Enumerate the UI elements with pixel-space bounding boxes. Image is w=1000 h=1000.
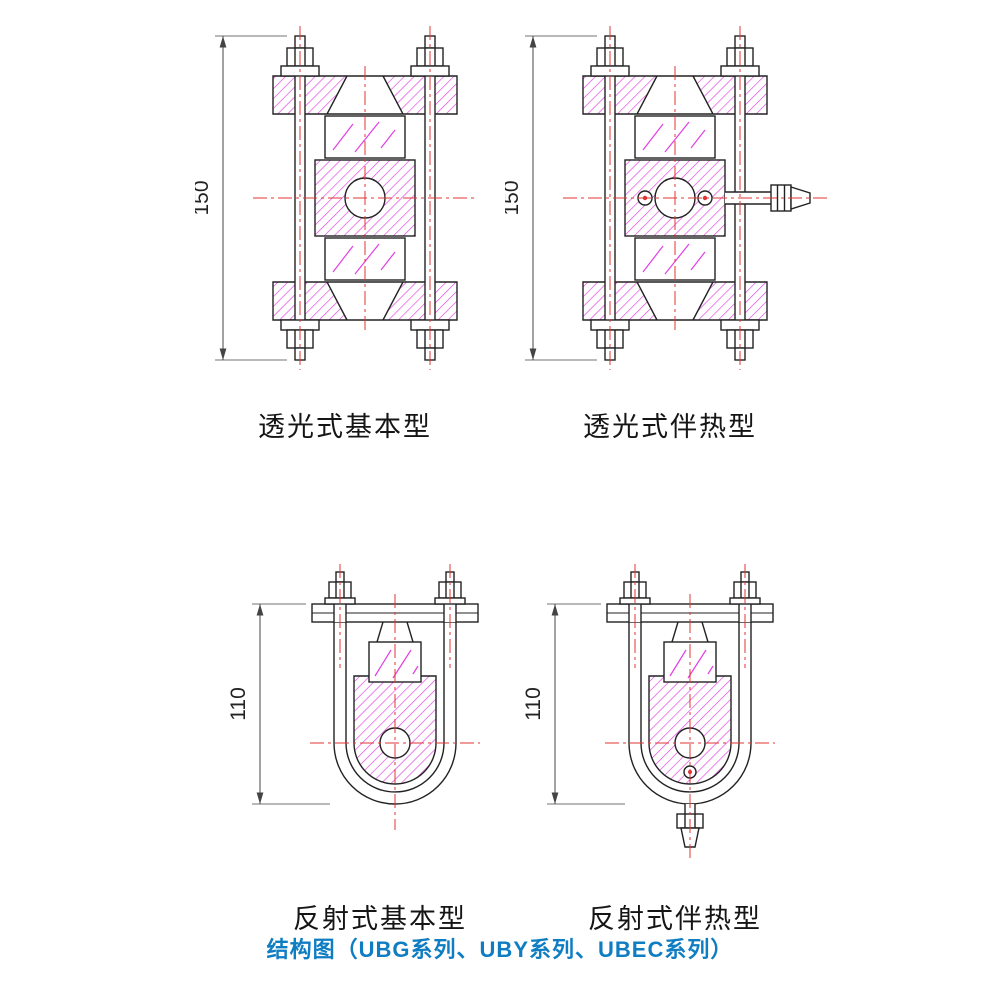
dimension-line [547,603,625,805]
diagram-cell-transmission-heated: 150 透光式伴热型 [500,18,835,444]
centerlines [253,26,477,370]
centerlines [310,564,480,830]
dimension-line [252,603,330,805]
transmission-heated-drawing: 150 [500,26,827,370]
diagram-label: 反射式基本型 [293,904,467,934]
diagram-cell-transmission-basic: 150 透光式基本型 [190,18,495,444]
diagram-cell-reflection-heated: 110 反射式伴热型 [522,558,825,936]
caption: 结构图（UBG系列、UBY系列、UBEC系列） [266,937,734,962]
dimension-line [525,35,597,361]
bottom-flange [582,281,768,321]
reflection-heated-drawing: 110 [522,564,775,858]
centerlines [563,26,827,370]
centerlines [605,564,775,858]
diagram-label: 透光式基本型 [258,412,432,442]
top-flange [272,75,458,115]
diagram-label: 反射式伴热型 [588,904,762,934]
dimension-text: 110 [525,687,545,720]
diagram-label: 透光式伴热型 [583,412,757,442]
top-flange [582,75,768,115]
dimension-text: 110 [230,687,250,720]
dimension-line [215,35,287,361]
transmission-basic-drawing: 150 [190,26,477,370]
dimension-text: 150 [195,180,213,215]
diagram-cell-reflection-basic: 110 反射式基本型 [227,558,530,936]
dimension-text: 150 [505,180,523,215]
reflection-basic-drawing: 110 [227,564,480,830]
bottom-flange [272,281,458,321]
